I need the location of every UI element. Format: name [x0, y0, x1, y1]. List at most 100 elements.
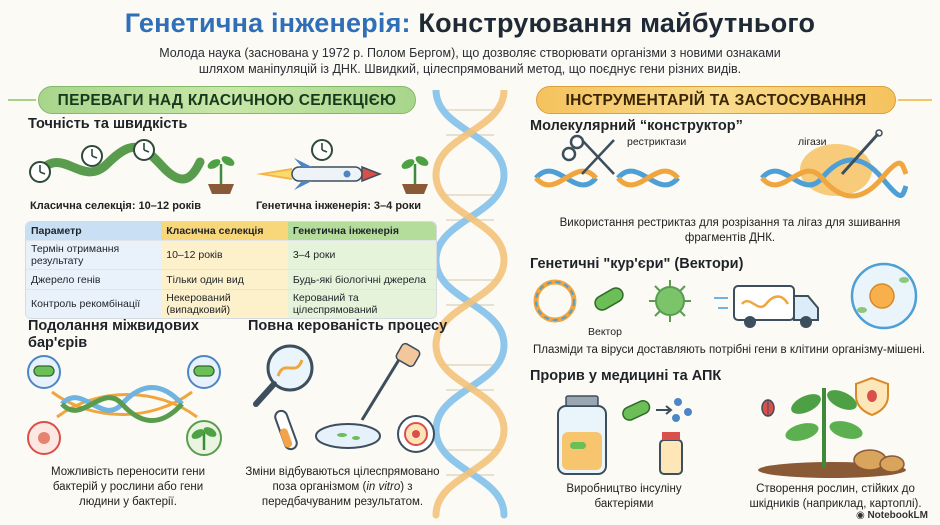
vectors-caption: Плазміди та віруси доставляють потрібні … [533, 344, 926, 356]
truck-icon [714, 285, 819, 328]
plants-caption-line-1: Створення рослин, стійких до [756, 483, 915, 495]
bacterium-icon [594, 287, 624, 311]
vial-icon [659, 432, 683, 475]
barriers-heading-line-2: бар'єрів [28, 335, 88, 351]
subtitle-line-1: Молода наука (заснована у 1972 р. Полом … [159, 46, 781, 60]
control-caption-text: поза організмом ( [272, 481, 367, 493]
bacterium-icon [27, 355, 61, 389]
delivery-illustration [714, 262, 918, 330]
constructor-caption-line-1: Використання рестриктаз для розрізання т… [559, 217, 901, 229]
ligases-label: лігази [798, 136, 827, 148]
bacterium-icon [622, 400, 651, 421]
ligase-illustration [760, 129, 908, 199]
table-header-row: Параметр Класична селекція Генетична інж… [26, 222, 436, 240]
title-part-2: Конструювання майбутнього [418, 8, 816, 38]
table-cell: 10–12 років [161, 240, 288, 269]
banner-rule-left [8, 99, 36, 101]
control-heading: Повна керованість процесу [248, 318, 448, 334]
test-tube-icon [274, 409, 298, 451]
genetic-engineering-caption: Генетична інженерія: 3–4 роки [256, 200, 422, 212]
table-cell: Керований та цілеспрямований [287, 289, 436, 318]
table-header: Генетична інженерія [287, 222, 436, 240]
brand-logo-icon: ◉ [855, 510, 868, 521]
barriers-caption-line-3: людини у бактерії. [79, 496, 177, 508]
banner-rule-right [898, 99, 932, 101]
table-cell: Некерований (випадковий) [161, 289, 288, 318]
table-cell: Тільки один вид [161, 269, 288, 289]
dna-helix-illustration [432, 90, 508, 519]
in-vitro-lab-illustration [253, 342, 435, 453]
insulin-caption-line-2: бактеріями [594, 498, 654, 510]
bioreactor-icon [557, 395, 607, 475]
page-title: Генетична інженерія: Конструювання майбу… [0, 8, 940, 39]
medicine-heading: Прорив у медицині та АПК [530, 368, 722, 384]
virus-icon [649, 280, 691, 322]
restrictases-label: рестриктази [627, 136, 687, 148]
brand-logo: ◉ NotebookLM [856, 510, 928, 521]
constructor-heading: Молекулярний “конструктор” [530, 118, 743, 134]
plants-caption-line-2: шкідників (наприклад, картоплі). [749, 498, 922, 510]
target-icon [397, 415, 435, 453]
insulin-caption-line-1: Виробництво інсуліну [566, 483, 682, 495]
petri-dish-icon [315, 423, 381, 449]
table-row: Джерело генів Тільки один вид Будь-які б… [26, 269, 436, 289]
genetic-engineering-rocket-illustration [256, 139, 429, 194]
molecule-icon [672, 398, 692, 422]
in-vitro-term: in vitro [366, 481, 401, 493]
control-caption: Зміни відбуваються цілеспрямовано поза о… [240, 465, 445, 510]
tools-banner: ІНСТРУМЕНТАРІЙ ТА ЗАСТОСУВАННЯ [536, 86, 896, 114]
page-subtitle: Молода наука (заснована у 1972 р. Полом … [60, 45, 880, 77]
brand-name: NotebookLM [867, 510, 928, 521]
advantages-banner: ПЕРЕВАГИ НАД КЛАСИЧНОЮ СЕЛЕКЦІЄЮ [38, 86, 416, 114]
table-row: Контроль рекомбінації Некерований (випад… [26, 289, 436, 318]
potato-icon [853, 449, 905, 473]
gene-transfer-illustration [27, 355, 222, 456]
table-cell: Термін отримання результату [26, 240, 162, 269]
resistant-plant-illustration [758, 376, 906, 478]
human-cell-icon [27, 421, 61, 455]
clock-icon [311, 139, 333, 161]
barriers-heading-line-1: Подолання міжвидових [28, 318, 199, 334]
insulin-caption: Виробництво інсуліну бактеріями [544, 482, 704, 512]
bacterium-icon [187, 355, 221, 389]
subtitle-line-2: шляхом маніпуляцій із ДНК. Швидкий, ціле… [198, 62, 742, 76]
plants-caption: Створення рослин, стійких до шкідників (… [748, 482, 923, 512]
target-cell-icon [850, 262, 918, 330]
comparison-table: Параметр Класична селекція Генетична інж… [25, 221, 437, 319]
table-cell: Будь-які біологічні джерела [287, 269, 436, 289]
control-caption-line-2: поза організмом (in vitro) з [240, 480, 445, 495]
table-header: Класична селекція [161, 222, 288, 240]
table-row: Термін отримання результату 10–12 років … [26, 240, 436, 269]
insulin-production-illustration [557, 395, 692, 475]
barriers-caption-line-1: Можливість переносити гени [50, 466, 205, 478]
barriers-caption-line-2: бактерій у рослини або гени [52, 481, 204, 493]
vectors-illustration [533, 279, 691, 323]
precision-heading: Точність та швидкість [28, 116, 188, 132]
barriers-caption: Можливість переносити гени бактерій у ро… [28, 465, 228, 510]
classic-selection-timeline-illustration [29, 139, 235, 194]
title-part-1: Генетична інженерія: [124, 8, 411, 38]
constructor-caption-line-2: фрагментів ДНК. [684, 232, 776, 244]
vector-label: Вектор [588, 326, 622, 338]
shield-icon [855, 376, 889, 417]
table-cell: 3–4 роки [287, 240, 436, 269]
restriction-enzyme-illustration [534, 134, 680, 188]
sprout-icon [207, 156, 235, 194]
magnifier-icon [253, 344, 314, 407]
plasmid-icon [533, 279, 577, 323]
beetle-icon [761, 399, 775, 417]
needle-icon [840, 129, 883, 176]
scissors-icon [561, 134, 615, 175]
pipette-icon [360, 342, 421, 421]
table-cell: Джерело генів [26, 269, 162, 289]
vectors-heading: Генетичні "кур'єри" (Вектори) [530, 256, 744, 272]
barriers-heading: Подолання міжвидових бар'єрів [28, 318, 199, 352]
plant-icon [186, 420, 222, 456]
constructor-caption: Використання рестриктаз для розрізання т… [545, 216, 915, 246]
classic-selection-caption: Класична селекція: 10–12 років [30, 200, 201, 212]
sprout-icon [401, 156, 429, 194]
control-caption-line-3: передбачуваним результатом. [261, 496, 424, 508]
control-caption-text: ) з [400, 481, 413, 493]
table-header: Параметр [26, 222, 162, 240]
table-cell: Контроль рекомбінації [26, 289, 162, 318]
